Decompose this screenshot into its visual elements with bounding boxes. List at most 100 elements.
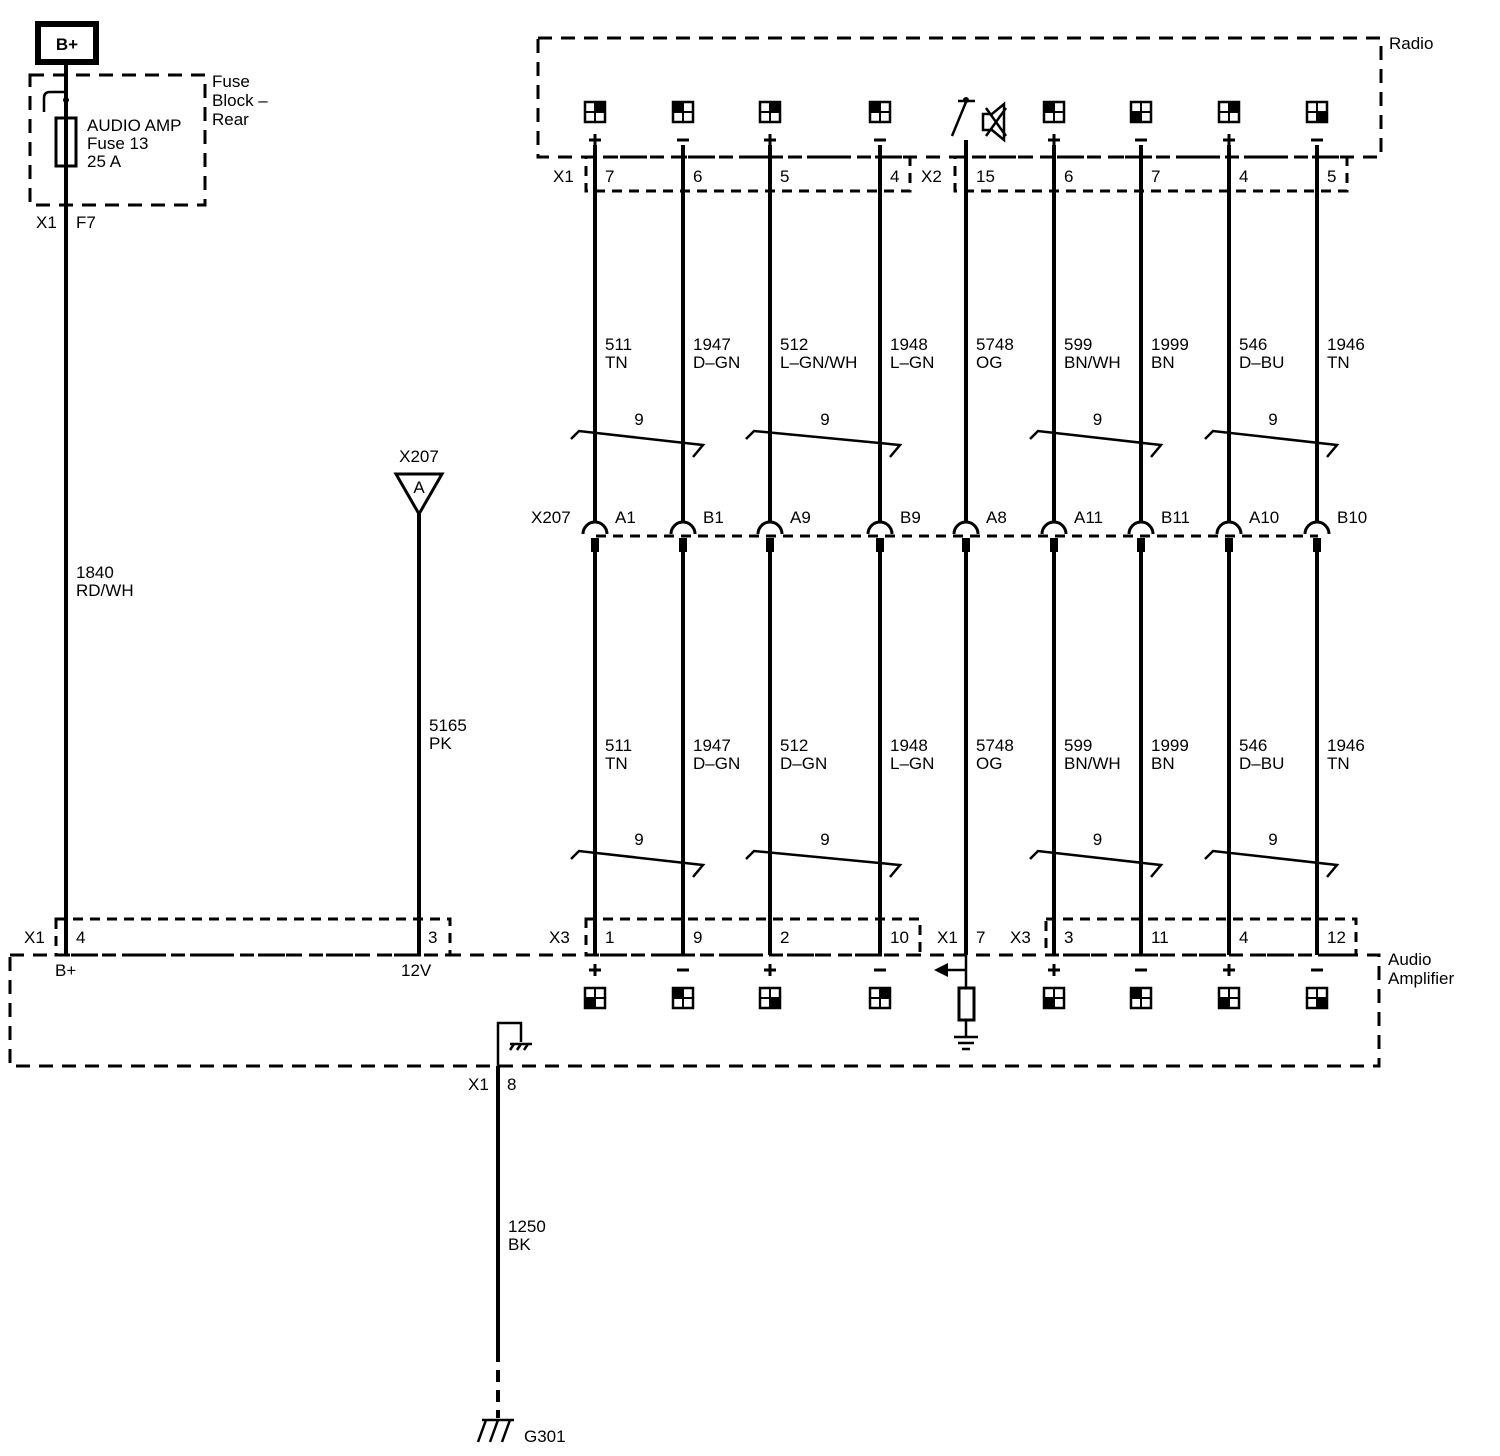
twisted-pair-icon bbox=[745, 429, 903, 458]
x207-pin-label: A1 bbox=[615, 508, 636, 527]
wire-5165-circuit: 5165 bbox=[429, 716, 467, 735]
twisted-pair-icon bbox=[1029, 849, 1164, 878]
radio-pin-label: 15 bbox=[976, 167, 995, 186]
fuse-block: Fuse Block – Rear AUDIO AMP Fuse 13 25 A… bbox=[28, 72, 268, 232]
twisted-pair-icon bbox=[745, 849, 903, 878]
speaker-input-icon bbox=[671, 986, 695, 1010]
plus-icon bbox=[1223, 964, 1235, 976]
g301-label: G301 bbox=[524, 1427, 566, 1446]
amp-pin-label: 2 bbox=[780, 928, 789, 947]
signal-wires bbox=[593, 140, 1319, 955]
gnd-pin-label: 8 bbox=[507, 1075, 516, 1094]
upper-wire-circuit: 511 bbox=[605, 335, 632, 354]
lower-wire-circuit: 5748 bbox=[976, 736, 1014, 755]
upper-wire-color: TN bbox=[605, 353, 628, 372]
x207-pin-label: B11 bbox=[1161, 508, 1190, 527]
splice-triangle-icon bbox=[393, 472, 445, 518]
twist-count-label: 9 bbox=[1268, 830, 1277, 849]
twist-count-label: 9 bbox=[820, 410, 829, 429]
speaker-output-icon bbox=[583, 100, 607, 124]
fuse-block-title-2: Block – bbox=[212, 91, 268, 110]
lower-wire-color: BN bbox=[1151, 754, 1175, 773]
radio-title: Radio bbox=[1389, 34, 1433, 53]
amplifier-title-2: Amplifier bbox=[1388, 969, 1454, 988]
radio-symbols bbox=[583, 100, 1329, 146]
amp-pin-label: 12 bbox=[1327, 928, 1346, 947]
x207-terminal-icon bbox=[866, 520, 894, 552]
bplus-source: B+ bbox=[35, 21, 99, 65]
amp-conn-x3-b: X3 bbox=[1010, 928, 1031, 947]
speaker-output-icon bbox=[868, 100, 892, 124]
speaker-input-icon bbox=[1217, 986, 1241, 1010]
amp-pin-label: 9 bbox=[693, 928, 702, 947]
x207-triangle-label: X207 bbox=[399, 447, 439, 466]
speaker-input-icon bbox=[868, 986, 892, 1010]
lower-wire-circuit: 511 bbox=[605, 736, 632, 755]
upper-wire-color: D–GN bbox=[693, 353, 740, 372]
twist-count-label: 9 bbox=[1093, 410, 1102, 429]
x207-terminal-icon bbox=[581, 520, 609, 552]
fuse-conn-label: X1 bbox=[36, 213, 57, 232]
mute-input-icon bbox=[934, 955, 978, 1051]
fuse-name: AUDIO AMP bbox=[87, 116, 181, 135]
twisted-pair-icon bbox=[1204, 849, 1340, 878]
x207-terminal-icon bbox=[1127, 520, 1155, 552]
lower-wire-color: D–GN bbox=[693, 754, 740, 773]
lower-wire-color: OG bbox=[976, 754, 1002, 773]
audio-amplifier: Audio Amplifier X1 4 3 B+ 12V X3 X1 X3 bbox=[8, 917, 1454, 1068]
plus-icon bbox=[1223, 134, 1235, 146]
lower-wire-circuit: 1947 bbox=[693, 736, 731, 755]
lower-wire-color: TN bbox=[605, 754, 628, 773]
lower-wire-color: D–BU bbox=[1239, 754, 1284, 773]
twist-count-label: 9 bbox=[634, 830, 643, 849]
amplifier-title-1: Audio bbox=[1388, 950, 1431, 969]
mute-switch-icon bbox=[950, 97, 1008, 143]
amp-symbols bbox=[583, 964, 1329, 1010]
speaker-input-icon bbox=[1129, 986, 1153, 1010]
wire-5165-color: PK bbox=[429, 734, 452, 753]
plus-icon bbox=[764, 134, 776, 146]
amp-pin-label: 4 bbox=[1239, 928, 1248, 947]
upper-wire-color: L–GN bbox=[890, 353, 934, 372]
upper-wire-color: L–GN/WH bbox=[780, 353, 857, 372]
amp-pin-label: 1 bbox=[605, 928, 614, 947]
fuse-block-title-1: Fuse bbox=[212, 72, 250, 91]
radio-pin-label: 4 bbox=[1239, 167, 1248, 186]
twist-count-label: 9 bbox=[1093, 830, 1102, 849]
chassis-ground-icon bbox=[508, 1042, 532, 1051]
lower-wire-circuit: 512 bbox=[780, 736, 808, 755]
upper-wire-circuit: 546 bbox=[1239, 335, 1267, 354]
amp-pin-label: 3 bbox=[1064, 928, 1073, 947]
lower-wire-color: D–GN bbox=[780, 754, 827, 773]
x207-triangle-letter: A bbox=[413, 478, 425, 497]
upper-wire-circuit: 512 bbox=[780, 335, 808, 354]
upper-wire-color: OG bbox=[976, 353, 1002, 372]
upper-wire-color: D–BU bbox=[1239, 353, 1284, 372]
amp-pin-label: 11 bbox=[1151, 928, 1169, 947]
speaker-output-icon bbox=[1042, 100, 1066, 124]
x207-pin-label: A8 bbox=[986, 508, 1007, 527]
wire-1840-color: RD/WH bbox=[76, 581, 134, 600]
lower-wire-color: L–GN bbox=[890, 754, 934, 773]
x207-terminal-icon bbox=[669, 520, 697, 552]
fuse-pin-label: F7 bbox=[76, 213, 96, 232]
twist-count-label: 9 bbox=[1268, 410, 1277, 429]
amp-conn-x3-a: X3 bbox=[549, 928, 570, 947]
upper-wire-color: BN bbox=[1151, 353, 1175, 372]
x207-label: X207 bbox=[531, 508, 571, 527]
wire-1250-color: BK bbox=[508, 1235, 531, 1254]
twist-count-label: 9 bbox=[820, 830, 829, 849]
fuse-bus-link bbox=[42, 90, 66, 112]
speaker-output-icon bbox=[1129, 100, 1153, 124]
speaker-output-icon bbox=[758, 100, 782, 124]
fuse-number: Fuse 13 bbox=[87, 134, 148, 153]
amp-pin-bplus: 4 bbox=[76, 928, 85, 947]
upper-wire-circuit: 5748 bbox=[976, 335, 1014, 354]
upper-wire-circuit: 1946 bbox=[1327, 335, 1365, 354]
lower-wire-circuit: 1946 bbox=[1327, 736, 1365, 755]
x207-pin-label: B10 bbox=[1337, 508, 1367, 527]
